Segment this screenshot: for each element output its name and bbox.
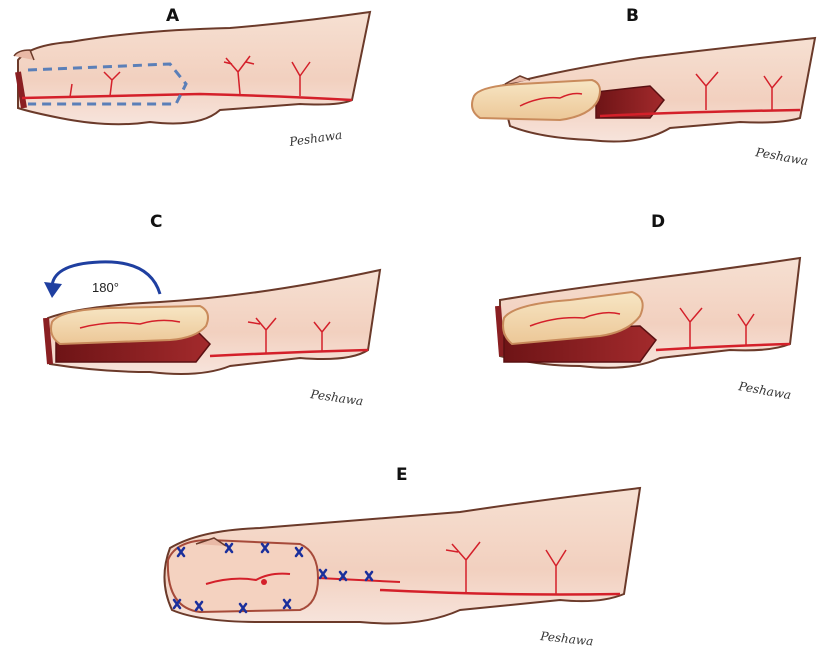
- panel-d-finger: Peshawa: [498, 258, 800, 402]
- rotated-flap: [51, 306, 208, 344]
- inset-flap: [168, 540, 318, 612]
- signature-b: Peshawa: [753, 145, 809, 168]
- rotation-label: 180°: [92, 280, 119, 295]
- signature-c: Peshawa: [309, 387, 365, 408]
- panel-e-finger: Peshawa: [164, 488, 640, 649]
- signature-a: Peshawa: [287, 128, 343, 149]
- signature-e: Peshawa: [539, 629, 594, 649]
- arrow-head-icon: [44, 282, 62, 298]
- signature-d: Peshawa: [736, 379, 792, 402]
- panel-a-finger: Peshawa: [14, 12, 370, 149]
- panel-c-finger: 180° Peshawa: [44, 262, 380, 408]
- panel-b-finger: Peshawa: [472, 38, 815, 168]
